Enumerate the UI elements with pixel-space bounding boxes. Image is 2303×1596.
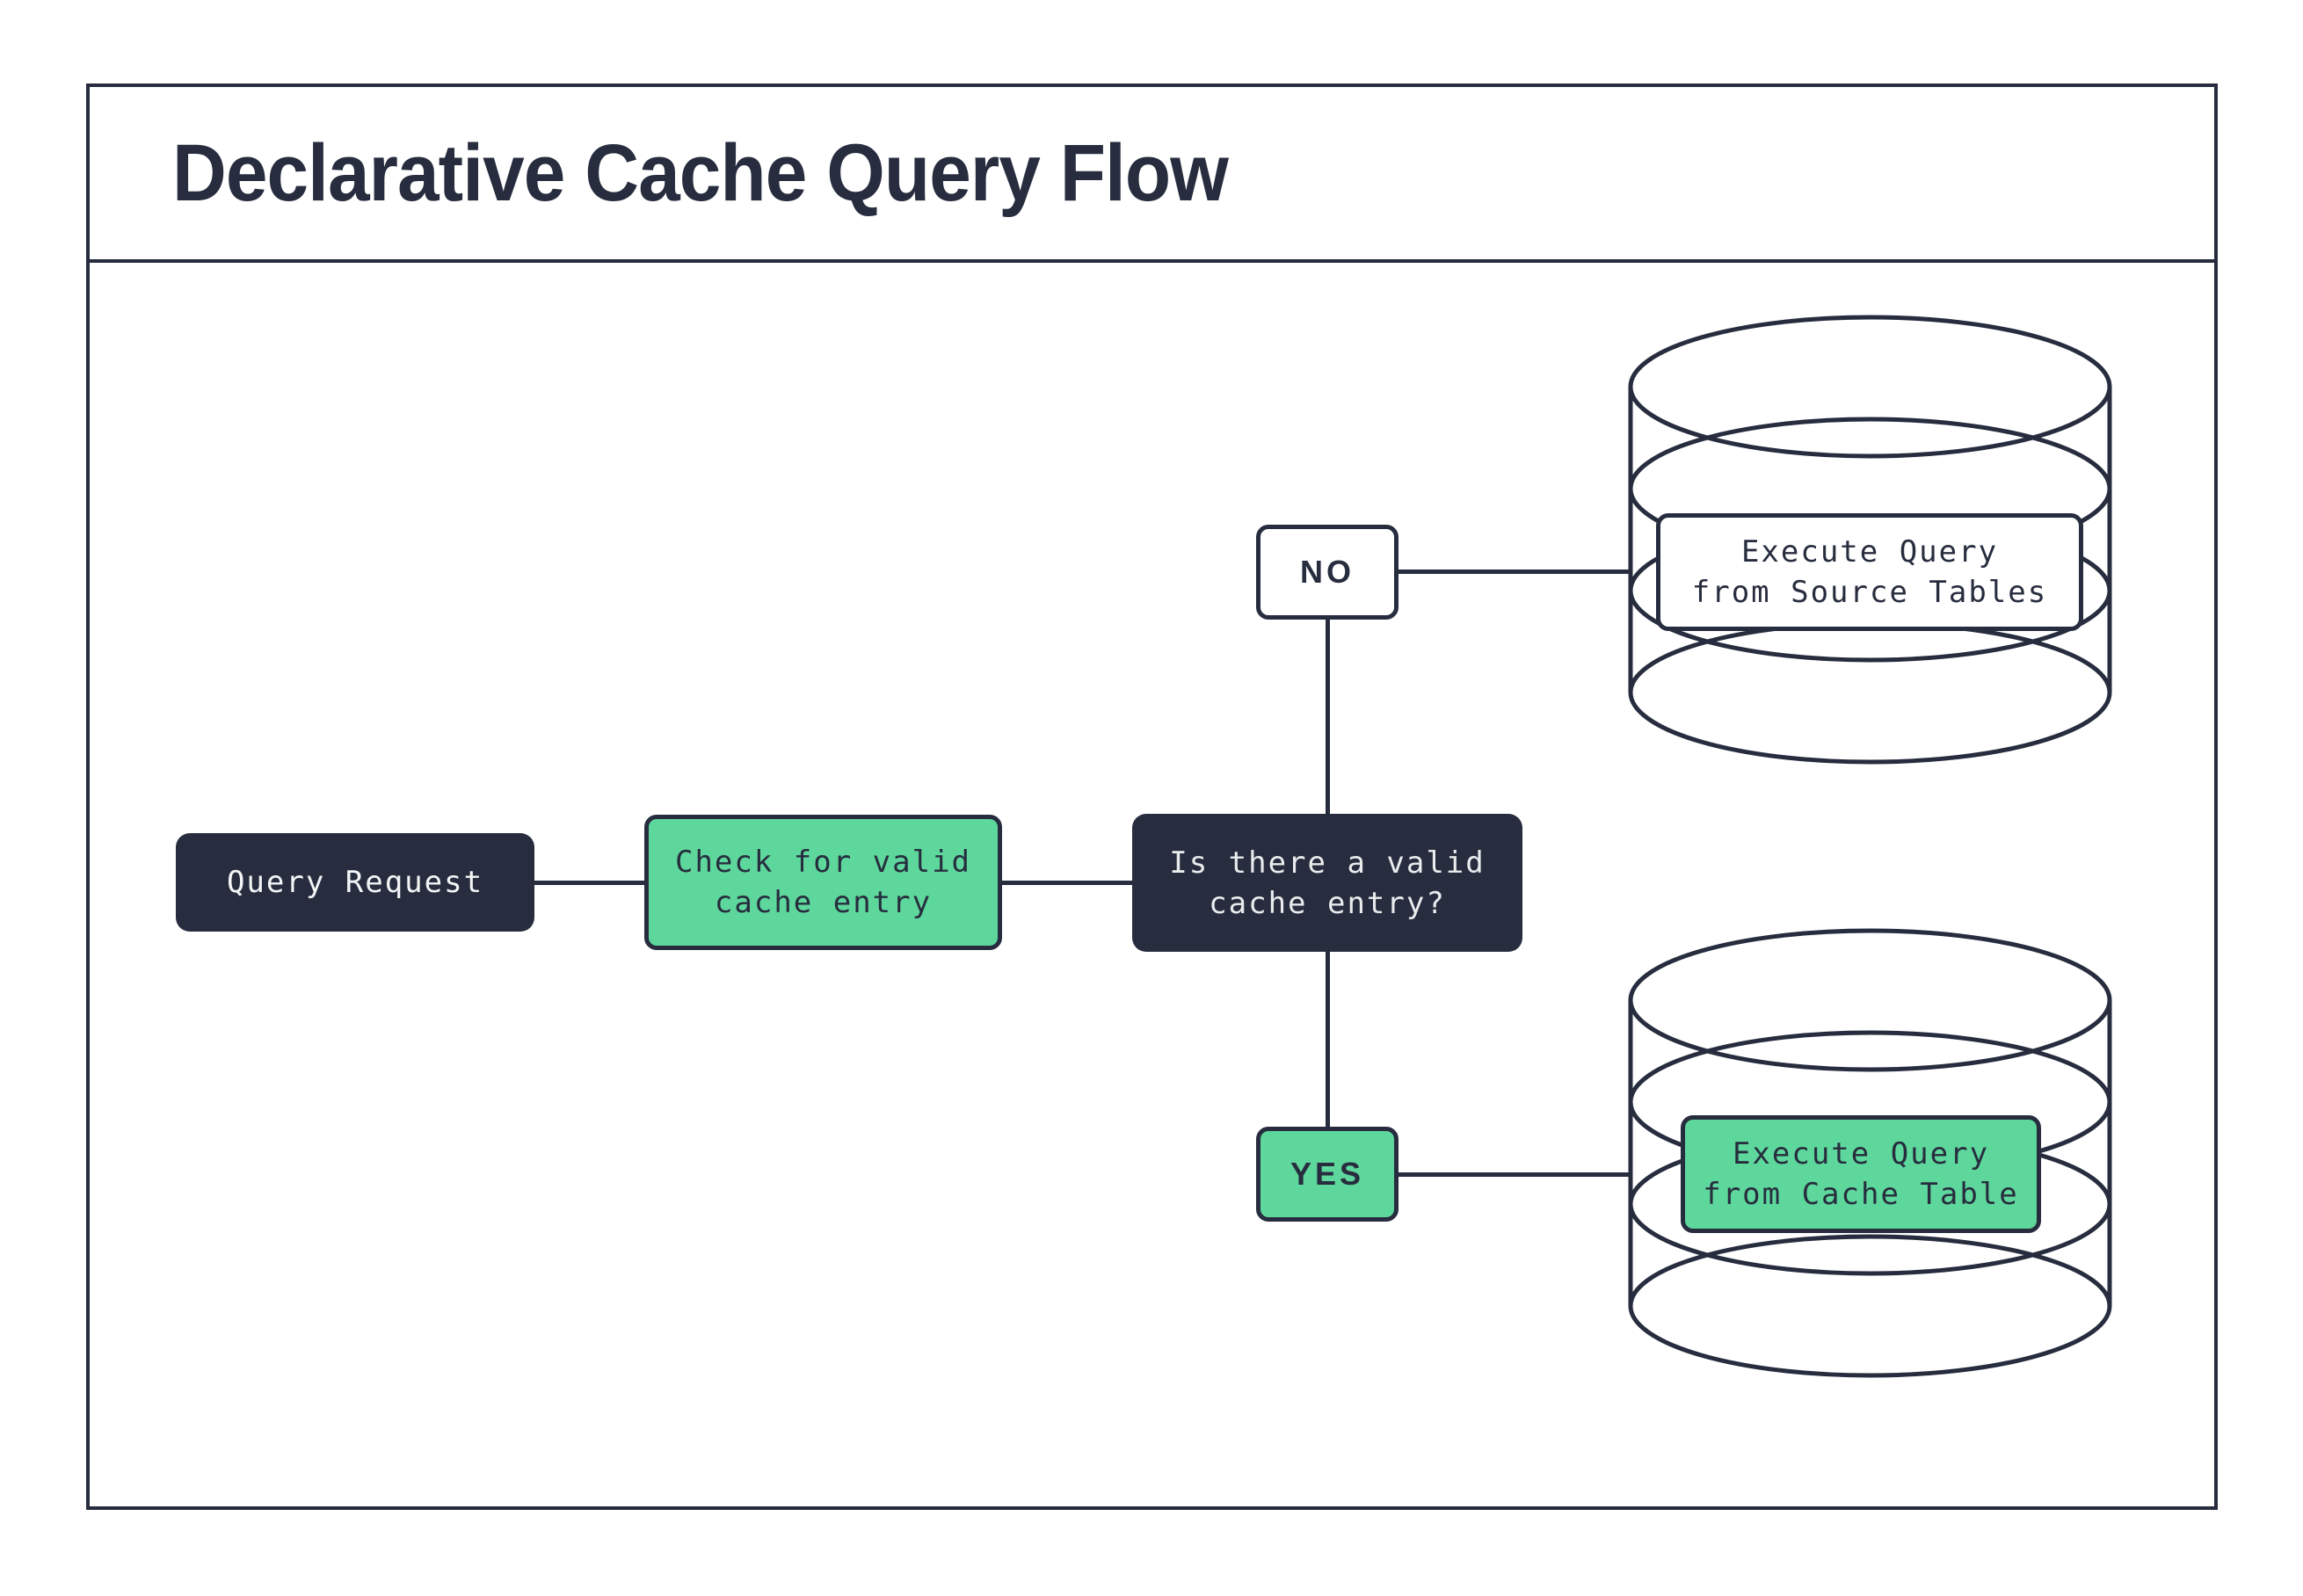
connector-decision-to-yes (1326, 952, 1330, 1127)
node-label-line2: from Cache Table (1703, 1177, 2019, 1212)
node-label-line1: Check for valid (674, 845, 972, 880)
branch-label: YES (1290, 1156, 1365, 1192)
node-execute-source-tables: Execute Query from Source Tables (1656, 513, 2083, 631)
diagram-header: Declarative Cache Query Flow (86, 83, 2218, 263)
node-check-cache: Check for valid cache entry (644, 815, 1002, 950)
branch-label: NO (1300, 554, 1355, 590)
connector-check-to-decision (1002, 881, 1132, 885)
node-label-line1: Execute Query (1732, 1136, 1990, 1172)
node-execute-cache-table: Execute Query from Cache Table (1681, 1115, 2041, 1233)
node-label-line1: Execute Query (1740, 534, 1999, 569)
diagram-title: Declarative Cache Query Flow (172, 127, 1229, 218)
node-query-request: Query Request (176, 833, 534, 932)
node-label-line1: Is there a valid (1169, 845, 1486, 881)
node-label-line2: cache entry (714, 885, 933, 920)
node-label: Query Request (226, 865, 484, 900)
node-label-line2: from Source Tables (1691, 575, 2048, 610)
connector-decision-to-no (1326, 620, 1330, 814)
branch-label-no: NO (1256, 525, 1399, 620)
connector-no-to-source-db (1399, 569, 1630, 574)
node-label-line2: cache entry? (1209, 885, 1446, 921)
connector-query-to-check (534, 881, 644, 885)
node-decision-valid-cache: Is there a valid cache entry? (1132, 814, 1522, 952)
connector-yes-to-cache-db (1399, 1172, 1630, 1177)
branch-label-yes: YES (1256, 1127, 1399, 1222)
